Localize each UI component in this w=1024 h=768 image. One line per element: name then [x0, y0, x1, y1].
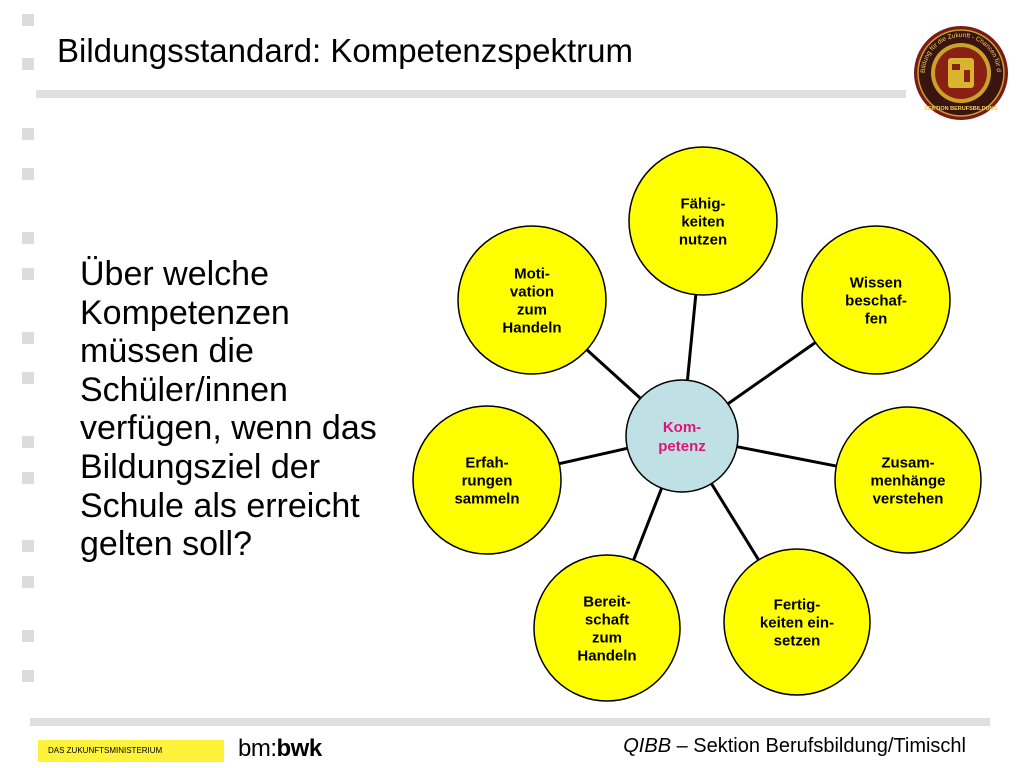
node-label: vation	[510, 283, 554, 300]
header-divider	[36, 90, 906, 98]
slide-title: Bildungsstandard: Kompetenzspektrum	[57, 32, 633, 69]
connector-zusammenhaenge-verstehen	[736, 445, 837, 468]
connector-motivation-zum-handeln	[585, 348, 642, 400]
node-label: Wissen	[850, 274, 902, 291]
decor-square	[22, 372, 34, 384]
footer-credit: QIBB – Sektion Berufsbildung/Timischl	[623, 735, 966, 758]
node-label: rungen	[462, 472, 513, 489]
node-circle	[412, 405, 562, 555]
decor-square	[22, 540, 34, 552]
decor-square	[22, 630, 34, 642]
center-node: Kom-petenz	[625, 379, 739, 493]
decor-square	[22, 232, 34, 244]
ministry-band: DAS ZUKUNFTSMINISTERIUM	[38, 740, 224, 762]
decor-square	[22, 128, 34, 140]
node-label: zum	[517, 301, 547, 318]
node-label: Fertig-	[774, 596, 821, 613]
node-label: beschaf-	[845, 292, 907, 309]
ministry-brand: bm:bwk	[238, 735, 322, 763]
decor-square	[22, 332, 34, 344]
node-label: Moti-	[514, 265, 550, 282]
decor-square	[22, 58, 34, 70]
section-logo: Bildung für die Zukunft - Chancen für da…	[910, 19, 1010, 122]
credit-rest: – Sektion Berufsbildung/Timischl	[671, 735, 966, 757]
node-label: menhänge	[870, 472, 945, 489]
node-label: Handeln	[577, 647, 636, 664]
node-label: nutzen	[679, 231, 727, 248]
decor-square	[22, 168, 34, 180]
decor-square	[22, 576, 34, 588]
node-circle	[628, 146, 778, 296]
footer-divider	[30, 718, 990, 726]
node-label: Fähig-	[681, 195, 726, 212]
node-circle	[801, 225, 951, 375]
node-label: keiten ein-	[760, 614, 834, 631]
connector-bereitschaft-zum-handeln	[632, 487, 664, 561]
connector-faehigkeiten-nutzen	[685, 294, 698, 381]
node-label: verstehen	[873, 490, 944, 507]
connector-erfahrungen-sammeln	[558, 446, 628, 466]
node-label: fen	[865, 310, 888, 327]
node-fertigkeiten-einsetzen: Fertig-keiten ein-setzen	[723, 548, 871, 696]
center-label: petenz	[658, 438, 706, 455]
node-label: Erfah-	[465, 454, 508, 471]
node-label: Zusam-	[881, 454, 934, 471]
node-label: setzen	[774, 632, 821, 649]
decor-square	[22, 436, 34, 448]
decor-square	[22, 268, 34, 280]
center-label: Kom-	[663, 419, 701, 436]
question-text: Über welche Kompetenzen müssen die Schül…	[80, 255, 377, 564]
node-label: Bereit-	[583, 593, 631, 610]
node-label: sammeln	[454, 490, 519, 507]
node-label: keiten	[681, 213, 724, 230]
node-circle	[723, 548, 871, 696]
logo-bottom-text: SEKTION BERUFSBILDUNG	[924, 106, 998, 112]
brand-bold: bwk	[276, 735, 323, 762]
node-circle	[533, 554, 681, 702]
node-circle	[457, 225, 607, 375]
decor-square	[22, 472, 34, 484]
node-label: zum	[592, 629, 622, 646]
node-label: Handeln	[502, 319, 561, 336]
node-circle	[834, 406, 982, 554]
decor-square	[22, 670, 34, 682]
brand-prefix: bm:	[238, 735, 277, 762]
center-circle	[625, 379, 739, 493]
connector-fertigkeiten-einsetzen	[710, 482, 760, 561]
connector-wissen-beschaffen	[726, 341, 817, 406]
decor-square	[22, 14, 34, 26]
node-label: schaft	[585, 611, 629, 628]
credit-qibb: QIBB	[623, 735, 672, 757]
